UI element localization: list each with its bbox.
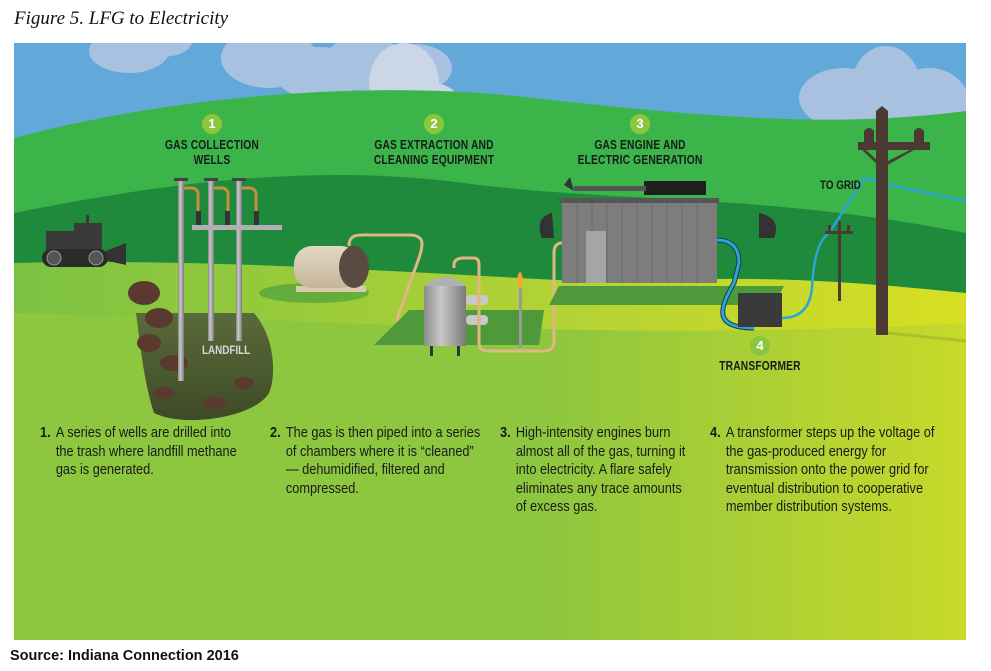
description-3: 3. High-intensity engines burn almost al… <box>500 424 694 517</box>
step-badge-1: 1 <box>202 114 222 134</box>
step-title-3-line1: Gas Engine and <box>594 138 686 152</box>
step-title-3: Gas Engine and Electric Generation <box>570 138 709 168</box>
grid-cable <box>781 177 866 320</box>
trash-chunks <box>128 281 254 409</box>
step-title-2-line1: Gas Extraction and <box>374 138 494 152</box>
description-4-text: A transformer steps up the voltage of th… <box>725 425 935 515</box>
description-4: 4. A transformer steps up the voltage of… <box>710 424 948 517</box>
bulldozer <box>42 215 126 267</box>
gas-wells <box>174 178 282 381</box>
description-3-text: High-intensity engines burn almost all o… <box>515 425 686 515</box>
step-title-1-line1: Gas Collection <box>165 138 259 152</box>
step-badge-3: 3 <box>630 114 650 134</box>
description-1-number: 1. <box>40 425 51 441</box>
step-title-3-line2: Electric Generation <box>577 153 703 167</box>
source-credit: Source: Indiana Connection 2016 <box>10 648 239 664</box>
description-4-number: 4. <box>710 425 721 441</box>
step-title-2-line2: Cleaning Equipment <box>373 153 495 167</box>
description-2-text: The gas is then piped into a series of c… <box>285 425 481 497</box>
gas-scrubber <box>424 256 556 356</box>
large-power-pole <box>858 106 930 335</box>
description-2-number: 2. <box>270 425 281 441</box>
lfg-illustration: 1 Gas Collection Wells 2 Gas Extraction … <box>14 43 966 640</box>
to-grid-label: TO GRID <box>820 178 861 192</box>
step-badge-4: 4 <box>750 336 770 356</box>
description-2: 2. The gas is then piped into a series o… <box>270 424 481 498</box>
step-title-1-line2: Wells <box>193 153 231 167</box>
figure-caption: Figure 5. LFG to Electricity <box>14 8 229 29</box>
description-1: 1. A series of wells are drilled into th… <box>40 424 251 480</box>
description-3-number: 3. <box>500 425 511 441</box>
description-1-text: A series of wells are drilled into the t… <box>55 425 237 478</box>
small-power-pole <box>825 221 853 301</box>
step-title-1: Gas Collection Wells <box>155 138 270 168</box>
transformer-box <box>738 293 782 327</box>
step-title-4: Transformer <box>711 359 809 374</box>
step-title-2: Gas Extraction and Cleaning Equipment <box>368 138 499 168</box>
landfill-label: LANDFILL <box>202 343 251 357</box>
step-badge-2: 2 <box>424 114 444 134</box>
flare-stack <box>517 271 523 348</box>
scene-illustration <box>14 43 966 640</box>
storage-tank <box>259 246 369 303</box>
step-title-4-line1: Transformer <box>719 359 801 373</box>
